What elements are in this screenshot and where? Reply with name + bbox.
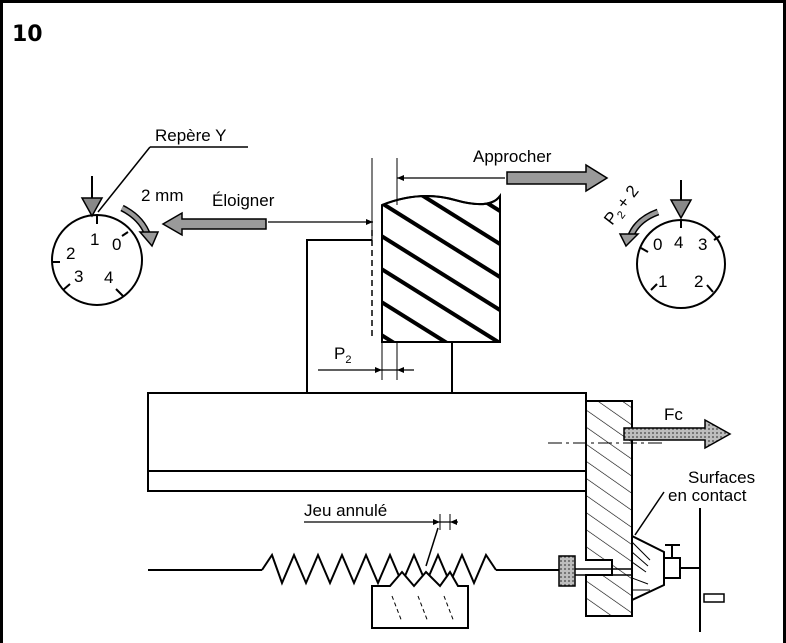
label-2mm: 2 mm: [141, 186, 184, 205]
right-dial: 4 0 3 1 2: [618, 180, 726, 309]
left-dial-number-1: 1: [90, 230, 99, 249]
force-arrow-icon: [623, 418, 732, 450]
right-dial-number-1: 1: [658, 272, 667, 291]
label-fc: Fc: [664, 405, 683, 424]
rotation-arrow-icon: [138, 231, 160, 248]
label-en-contact: en contact: [668, 486, 747, 505]
handwheel-handle: [703, 593, 725, 603]
machine-table: [147, 392, 587, 492]
label-surfaces: Surfaces: [688, 468, 755, 487]
left-dial: 1 0 2 3 4: [51, 176, 160, 306]
label-approcher: Approcher: [473, 147, 552, 166]
workpiece: [306, 158, 501, 393]
right-dial-number-0: 0: [653, 235, 662, 254]
right-dial-number-2: 2: [694, 272, 703, 291]
label-p2plus2-rest: + 2: [613, 182, 643, 213]
label-p2-sub: 2: [345, 354, 351, 366]
left-dial-number-3: 3: [74, 267, 83, 286]
svg-text:P2: P2: [334, 344, 351, 366]
figure-number: 10: [12, 22, 43, 47]
left-dial-number-0: 0: [112, 235, 121, 254]
label-jeu-annule: Jeu annulé: [304, 501, 387, 520]
left-dial-number-2: 2: [66, 244, 75, 263]
right-rotation-arrow-icon: [618, 233, 640, 248]
label-eloigner: Éloigner: [212, 191, 275, 210]
screw-nut: [371, 570, 469, 629]
eloigner-arrow-icon: [161, 211, 267, 237]
cutter-tool: [381, 192, 501, 343]
approcher-arrow-icon: [506, 163, 609, 193]
left-dial-number-4: 4: [104, 268, 113, 287]
label-repere: Repère Y: [155, 126, 227, 145]
right-dial-number-4: 4: [674, 233, 683, 252]
right-dial-number-3: 3: [698, 235, 707, 254]
lead-screw: [148, 508, 725, 632]
label-p2: P: [334, 344, 345, 363]
right-index-pointer-icon: [669, 199, 693, 220]
index-pointer-icon: [80, 197, 104, 218]
